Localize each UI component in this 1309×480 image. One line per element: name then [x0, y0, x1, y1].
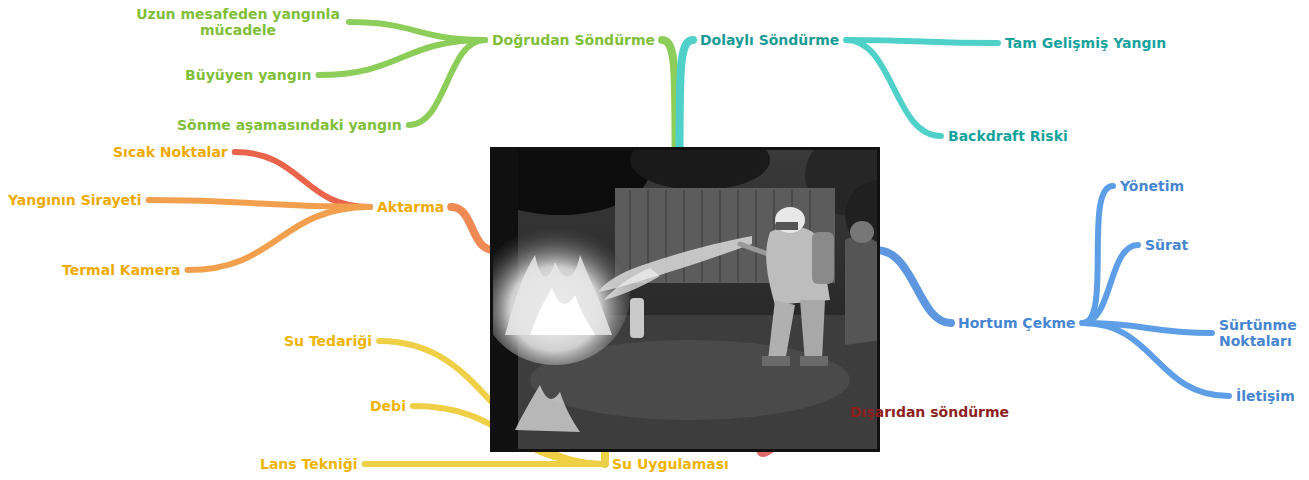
- leaf-label: Yangının Sirayeti: [8, 192, 142, 208]
- leaf-label: Büyüyen yangın: [185, 67, 312, 83]
- leaf-label: Sönme aşamasındaki yangın: [177, 117, 402, 133]
- node-text: Backdraft Riski: [948, 128, 1068, 144]
- leaf-label: İletişim: [1236, 388, 1295, 404]
- leaf-label: Backdraft Riski: [948, 128, 1068, 144]
- leaf-label: Sıcak Noktalar: [113, 144, 228, 160]
- branch-connector: [1083, 245, 1138, 323]
- leaf-label: Sürtünme Noktaları: [1219, 317, 1303, 349]
- node-text: Hortum Çekme: [958, 315, 1076, 331]
- leaf-label: Uzun mesafeden yangınla mücadele: [134, 6, 342, 38]
- node-text: Yönetim: [1120, 178, 1184, 194]
- node-text: İletişim: [1236, 388, 1295, 404]
- leaf-label: Sürat: [1145, 237, 1188, 253]
- photo-frame: [492, 149, 879, 451]
- leaf-label: Yönetim: [1120, 178, 1184, 194]
- branch-label: Dışarıdan söndürme: [850, 404, 1009, 420]
- branch-connector: [235, 152, 370, 207]
- node-text: Uzun mesafeden yangınla mücadele: [134, 6, 342, 38]
- main-branch-line: [680, 40, 693, 152]
- branch-connector: [409, 40, 485, 125]
- node-text: Su Uygulaması: [612, 456, 729, 472]
- node-text: Sönme aşamasındaki yangın: [177, 117, 402, 133]
- node-text: Dolaylı Söndürme: [700, 32, 839, 48]
- leaf-label: Su Tedariği: [284, 333, 372, 349]
- node-text: Büyüyen yangın: [185, 67, 312, 83]
- branch-label: Hortum Çekme: [958, 315, 1076, 331]
- leaf-label: Tam Gelişmiş Yangın: [1005, 35, 1166, 51]
- branch-connector: [1083, 186, 1113, 323]
- node-text: Tam Gelişmiş Yangın: [1005, 35, 1166, 51]
- branch-label: Dolaylı Söndürme: [700, 32, 839, 48]
- node-text: Sürtünme Noktaları: [1219, 317, 1303, 349]
- node-text: Yangının Sirayeti: [8, 192, 142, 208]
- node-text: Sürat: [1145, 237, 1188, 253]
- node-text: Aktarma: [377, 199, 444, 215]
- main-branch-line: [662, 40, 675, 152]
- firefighting-photo: [490, 147, 880, 452]
- node-text: Su Tedariği: [284, 333, 372, 349]
- node-text: Dışarıdan söndürme: [850, 404, 1009, 420]
- leaf-label: Termal Kamera: [62, 262, 181, 278]
- branch-connector: [1083, 323, 1229, 396]
- branch-connector: [846, 40, 941, 136]
- main-branch-line: [451, 207, 494, 250]
- branch-connector: [349, 22, 485, 40]
- branch-connector: [365, 461, 605, 467]
- branch-label: Su Uygulaması: [612, 456, 729, 472]
- leaf-label: Debi: [370, 398, 406, 414]
- branch-label: Doğrudan Söndürme: [492, 32, 655, 48]
- node-text: Debi: [370, 398, 406, 414]
- node-text: Termal Kamera: [62, 262, 181, 278]
- branch-label: Aktarma: [377, 199, 444, 215]
- branch-connector: [149, 200, 370, 207]
- node-text: Lans Tekniği: [260, 456, 358, 472]
- node-text: Doğrudan Söndürme: [492, 32, 655, 48]
- node-text: Sıcak Noktalar: [113, 144, 228, 160]
- main-branch-line: [876, 250, 951, 323]
- leaf-label: Lans Tekniği: [260, 456, 358, 472]
- branch-connector: [846, 40, 998, 43]
- branch-connector: [188, 207, 370, 270]
